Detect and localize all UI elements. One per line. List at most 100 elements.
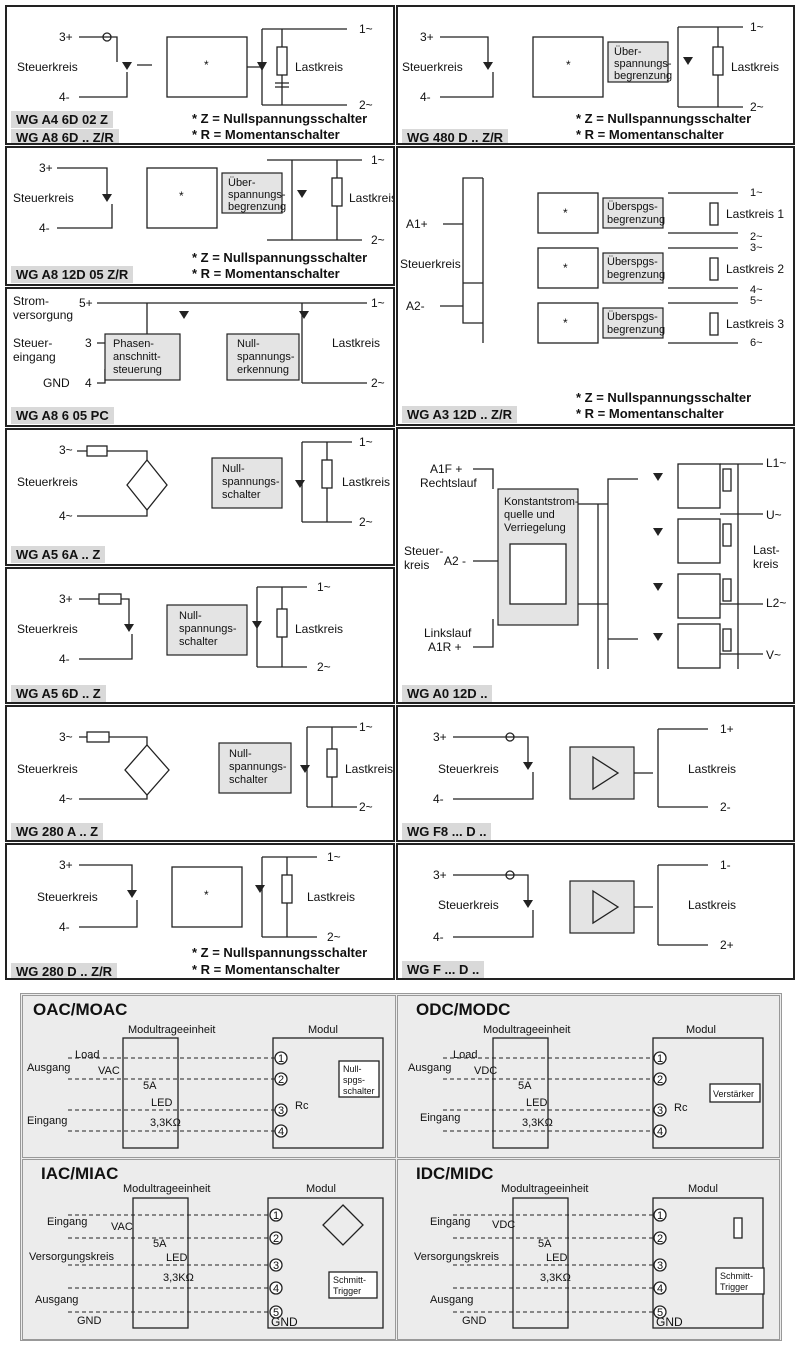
model-tag-2: WG A8 6D .. Z/R bbox=[11, 129, 119, 143]
module-title: ODC/MODC bbox=[416, 1000, 511, 1019]
led-icon bbox=[127, 890, 137, 898]
star-label: * bbox=[563, 316, 568, 330]
trage-label: Modultrageeinheit bbox=[483, 1024, 570, 1036]
channel-1: * Überspgs- begrenzung bbox=[537, 192, 738, 234]
svg-text:5: 5 bbox=[657, 1307, 663, 1319]
rectifier-bridge-icon bbox=[124, 744, 170, 796]
terminal-2-label: 2+ bbox=[720, 938, 734, 952]
lastkreis-label: Lastkreis bbox=[307, 890, 355, 904]
lastkreis-label: Lastkreis bbox=[295, 60, 343, 74]
triac-icon bbox=[179, 311, 189, 319]
ueber-label-2: spannungs- bbox=[228, 189, 286, 201]
svg-text:2: 2 bbox=[273, 1233, 279, 1245]
terminal-3-label: 3+ bbox=[433, 730, 447, 744]
ueber-label-1: Über- bbox=[614, 46, 642, 58]
terminal-4-label: 4- bbox=[39, 221, 50, 235]
logic-box bbox=[532, 36, 604, 98]
model-tag: WG F ... D .. bbox=[402, 961, 485, 978]
circuit-diagram: A1+ Steuerkreis A2- * Überspgs- begrenzu… bbox=[400, 177, 784, 349]
lastkreis-label: Lastkreis bbox=[342, 475, 390, 489]
terminal-3-label: 3+ bbox=[59, 30, 73, 44]
null-label-3: schalter bbox=[179, 636, 218, 648]
rc-label: Rc bbox=[295, 1100, 309, 1112]
star-label: * bbox=[204, 888, 209, 902]
output-stage-1 bbox=[653, 463, 732, 509]
steuerkreis-label: Steuerkreis bbox=[17, 60, 78, 74]
panel-wg-a0-12d: A1F + Rechtslauf Steuer- kreis A2 - Link… bbox=[396, 427, 795, 704]
circuit-diagram: 3+ 4- Steuerkreis * Über- spannungs- beg… bbox=[13, 153, 393, 247]
terminal-u-label: U~ bbox=[766, 508, 782, 522]
modul-label: Modul bbox=[686, 1024, 716, 1036]
panel-wg-a8-12d: 3+ 4- Steuerkreis * Über- spannungs- beg… bbox=[5, 146, 395, 286]
steuer-label-2: eingang bbox=[13, 350, 56, 364]
fuse-label: 5A bbox=[518, 1080, 532, 1092]
steuerkreis-label: Steuerkreis bbox=[37, 890, 98, 904]
note-r: * R = Momentanschalter bbox=[192, 266, 340, 281]
rc-label: Rc bbox=[674, 1102, 688, 1114]
konst-label-3: Verriegelung bbox=[504, 522, 566, 534]
panel-wg-a5-6d: 3+ 4- Steuerkreis Null- spannungs- schal… bbox=[5, 567, 395, 704]
box-label-2: spgs- bbox=[343, 1075, 365, 1085]
terminal-3-label: 3+ bbox=[433, 868, 447, 882]
panel-wg-280a: 3~ 4~ Steuerkreis Null- spannungs- schal… bbox=[5, 705, 395, 842]
phasen-label-2: anschnitt- bbox=[113, 351, 161, 363]
module-title: IDC/MIDC bbox=[416, 1164, 494, 1183]
panel-wg-f-d: 3+ 4- Steuerkreis Lastkreis 1- 2+ WG F .… bbox=[396, 843, 795, 980]
nullspannung-box bbox=[211, 457, 283, 509]
steuerkreis-label: Steuerkreis bbox=[438, 898, 499, 912]
steuerkreis-label: Steuerkreis bbox=[17, 762, 78, 776]
resistor-icon bbox=[86, 731, 110, 743]
steuer-label-1: Steuer- bbox=[13, 336, 52, 350]
svg-text:4: 4 bbox=[657, 1126, 663, 1138]
schmitt-label-2: Trigger bbox=[333, 1286, 361, 1296]
null-label-1: Null- bbox=[222, 463, 245, 475]
ueber-label-2: spannungs- bbox=[614, 58, 672, 70]
null-label-2: spannungs- bbox=[237, 351, 295, 363]
schmitt-label-2: Trigger bbox=[720, 1282, 748, 1292]
terminal-4-label: 4~ bbox=[59, 509, 73, 523]
ausgang-label: Ausgang bbox=[27, 1062, 70, 1074]
gnd-label: GND bbox=[43, 376, 70, 390]
note-z: * Z = Nullspannungsschalter bbox=[576, 111, 752, 126]
circuit-diagram: 3~ 4~ Steuerkreis Null- spannungs- schal… bbox=[17, 435, 390, 529]
ausgang-label: Ausgang bbox=[408, 1062, 451, 1074]
terminal-1-label: 1~ bbox=[359, 720, 373, 734]
gnd-module-label: GND bbox=[271, 1315, 298, 1329]
null-label-2: spannungs- bbox=[179, 623, 237, 635]
terminal-a1f-label: A1F + bbox=[430, 462, 462, 476]
null-label-2: spannungs- bbox=[229, 761, 287, 773]
terminal-1-label: 1~ bbox=[750, 20, 764, 34]
ueberspgs-label-1: Überspgs- bbox=[607, 201, 658, 213]
terminal-3-label: 3+ bbox=[59, 592, 73, 606]
model-tag: WG A4 6D 02 Z bbox=[11, 111, 113, 128]
note-r: * R = Momentanschalter bbox=[576, 406, 724, 421]
box-label-3: schalter bbox=[343, 1086, 375, 1096]
eingang-label: Eingang bbox=[420, 1112, 460, 1124]
note-r: * R = Momentanschalter bbox=[192, 962, 340, 977]
terminal-1-label: 1~ bbox=[327, 850, 341, 864]
terminal-6-label: 6~ bbox=[750, 337, 763, 349]
fuse-label: 5A bbox=[143, 1080, 157, 1092]
terminal-2-label: 2- bbox=[720, 800, 731, 814]
triac-icon-2 bbox=[299, 311, 309, 319]
null-label-3: erkennung bbox=[237, 364, 289, 376]
model-tag: WG 280 A .. Z bbox=[11, 823, 104, 840]
ausgang-label: Ausgang bbox=[430, 1294, 473, 1306]
panel-wg-a4-6d: 3+ 4- Steuerkreis * Lastkreis 1~ 2~ WG A… bbox=[5, 5, 395, 145]
model-tag: WG A5 6D .. Z bbox=[11, 685, 106, 702]
amplifier-icon bbox=[592, 889, 620, 925]
terminal-2-label: 2~ bbox=[750, 100, 764, 114]
lastkreis-2-label: Lastkreis 2 bbox=[726, 262, 784, 276]
lastkreis-label: Lastkreis bbox=[731, 60, 779, 74]
star-label: * bbox=[204, 58, 209, 72]
model-tag: WG A3 12D .. Z/R bbox=[402, 406, 517, 423]
schmitt-label-1: Schmitt- bbox=[720, 1271, 753, 1281]
fuse-label: 5A bbox=[153, 1238, 167, 1250]
verstaerker-label: Verstärker bbox=[713, 1089, 754, 1099]
led-icon bbox=[122, 62, 132, 70]
model-tag: WG F8 ... D .. bbox=[402, 823, 492, 840]
terminal-2-label: 2~ bbox=[371, 376, 385, 390]
model-tag: WG A8 12D 05 Z/R bbox=[11, 266, 134, 283]
module-diagram: Modultrageeinheit Modul Eingang VAC 5A V… bbox=[29, 1183, 384, 1329]
star-label: * bbox=[179, 189, 184, 203]
